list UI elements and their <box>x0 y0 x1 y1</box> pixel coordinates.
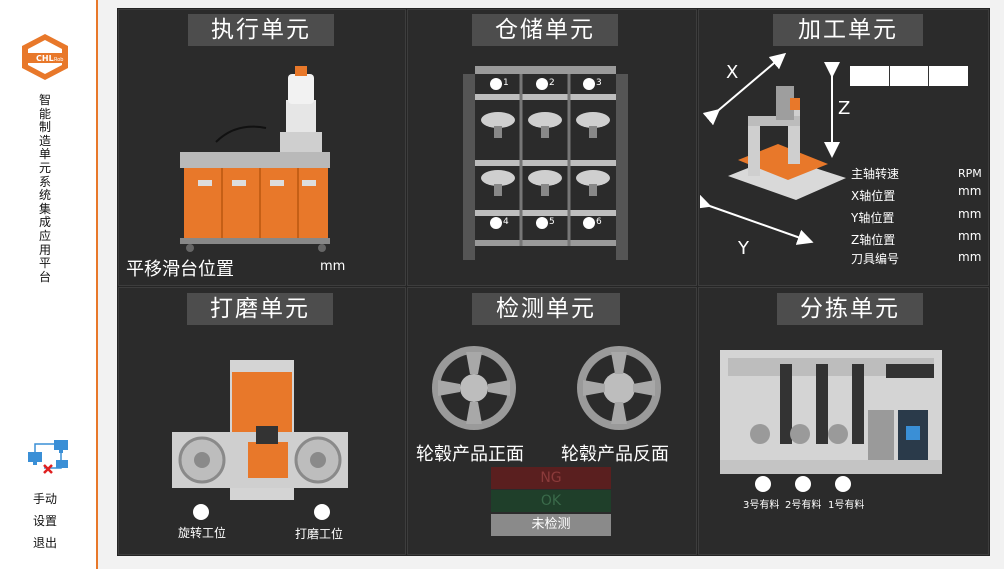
slot-1-indicator <box>835 476 851 492</box>
ok-status-indicator: OK <box>491 490 611 512</box>
storage-slot-indicator <box>583 217 595 229</box>
settings-button[interactable]: 设置 <box>32 514 57 528</box>
tool-number-unit: mm <box>958 250 982 264</box>
sorting-line-image <box>720 350 942 474</box>
svg-text:CHL: CHL <box>36 54 54 63</box>
slot-3-label: 3号有料 <box>743 500 780 511</box>
chl-logo-icon: CHL Rob <box>22 34 68 80</box>
y-position-unit: mm <box>958 207 982 221</box>
machining-unit-title: 加工单元 <box>773 14 923 46</box>
y-position-label: Y轴位置 <box>851 211 895 225</box>
slot-3-indicator <box>755 476 771 492</box>
grinding-unit-title: 打磨单元 <box>187 293 333 325</box>
wheel-back-label: 轮毂产品反面 <box>561 444 669 465</box>
robot-workstation-image <box>180 66 330 252</box>
wheel-back-image <box>577 346 661 430</box>
storage-slot-number: 1 <box>503 78 509 88</box>
axis-arrows-icon <box>700 52 840 245</box>
spindle-speed-unit: RPM <box>958 167 982 180</box>
storage-unit-panel <box>407 9 697 286</box>
cnc-machine-image <box>728 86 846 200</box>
inspection-unit-title: 检测单元 <box>472 293 620 325</box>
z-position-unit: mm <box>958 229 982 243</box>
app-title: 智能制造单元系统集成应用平台 <box>38 93 51 284</box>
storage-slot-number: 4 <box>503 217 509 227</box>
axis-x-label: X <box>726 62 739 83</box>
grind-station-indicator <box>314 504 330 520</box>
axis-z-label: Z <box>838 98 851 119</box>
slot-1-label: 1号有料 <box>828 500 865 511</box>
storage-slot-number: 3 <box>596 78 602 88</box>
manual-button[interactable]: 手动 <box>32 492 57 506</box>
slide-position-unit: mm <box>320 259 346 274</box>
exec-unit-title: 执行单元 <box>188 14 334 46</box>
grinding-station-image <box>172 360 348 500</box>
tool-number-label: 刀具编号 <box>851 252 900 266</box>
grind-station-label: 打磨工位 <box>295 527 344 541</box>
pending-status-indicator: 未检测 <box>491 514 611 536</box>
ng-status-indicator: NG <box>491 467 611 489</box>
z-position-label: Z轴位置 <box>851 233 896 247</box>
axis-y-label: Y <box>738 238 749 259</box>
sidebar: CHL Rob 智能制造单元系统集成应用平台 手动 设置 退出 <box>0 0 98 569</box>
status-display <box>850 66 968 86</box>
storage-rack-image <box>463 66 628 260</box>
exit-button[interactable]: 退出 <box>32 536 57 550</box>
storage-slot-indicator <box>583 78 595 90</box>
slide-position-label: 平移滑台位置 <box>126 259 234 280</box>
rotate-station-label: 旋转工位 <box>178 526 227 540</box>
storage-slot-number: 2 <box>549 78 555 88</box>
rotate-station-indicator <box>193 504 209 520</box>
x-position-label: X轴位置 <box>851 189 896 203</box>
storage-unit-title: 仓储单元 <box>472 14 618 46</box>
storage-slot-indicator <box>536 217 548 229</box>
storage-slot-number: 5 <box>549 217 555 227</box>
sorting-unit-title: 分拣单元 <box>777 293 923 325</box>
wheel-front-image <box>432 346 516 430</box>
status-display-cell <box>890 66 930 86</box>
storage-slot-indicator <box>490 78 502 90</box>
storage-slot-number: 6 <box>596 217 602 227</box>
storage-slot-indicator <box>490 217 502 229</box>
x-position-unit: mm <box>958 184 982 198</box>
storage-slot-indicator <box>536 78 548 90</box>
network-icon[interactable] <box>26 438 70 476</box>
slot-2-label: 2号有料 <box>785 500 822 511</box>
slot-2-indicator <box>795 476 811 492</box>
status-display-cell <box>929 66 968 86</box>
svg-text:Rob: Rob <box>54 57 63 63</box>
wheel-front-label: 轮毂产品正面 <box>416 444 524 465</box>
spindle-speed-label: 主轴转速 <box>851 167 900 181</box>
status-display-cell <box>850 66 890 86</box>
